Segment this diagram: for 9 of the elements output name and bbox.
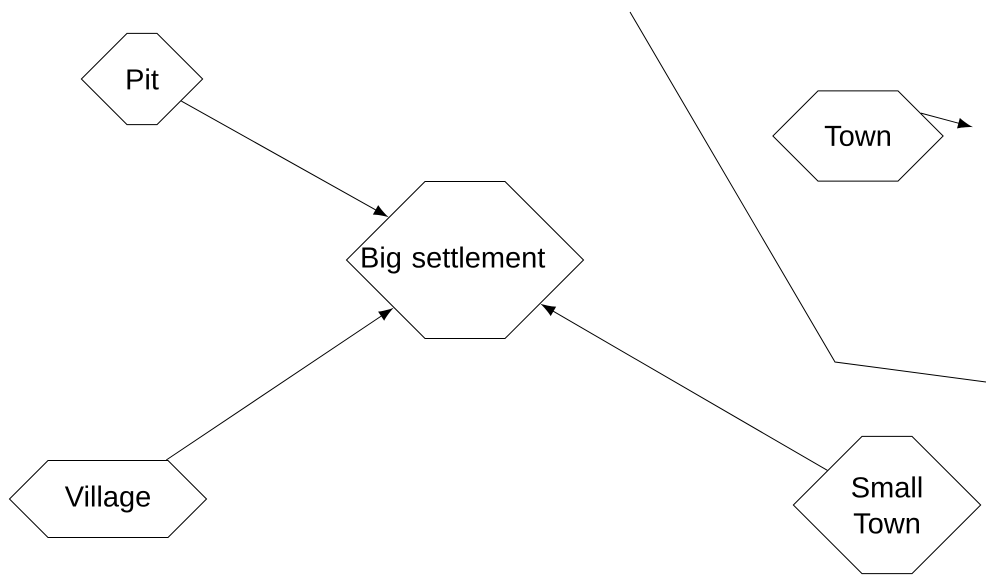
- octagon-node: Pit: [80, 32, 204, 126]
- octagon-node: Village: [8, 460, 208, 538]
- arrow: [542, 304, 828, 471]
- arrow: [166, 308, 392, 460]
- arrow: [920, 112, 972, 128]
- octagon-node: Small Town: [792, 436, 982, 574]
- octagon-node: Big settlement: [346, 181, 584, 340]
- octagon-node: Town: [772, 90, 944, 182]
- arrow: [180, 100, 388, 217]
